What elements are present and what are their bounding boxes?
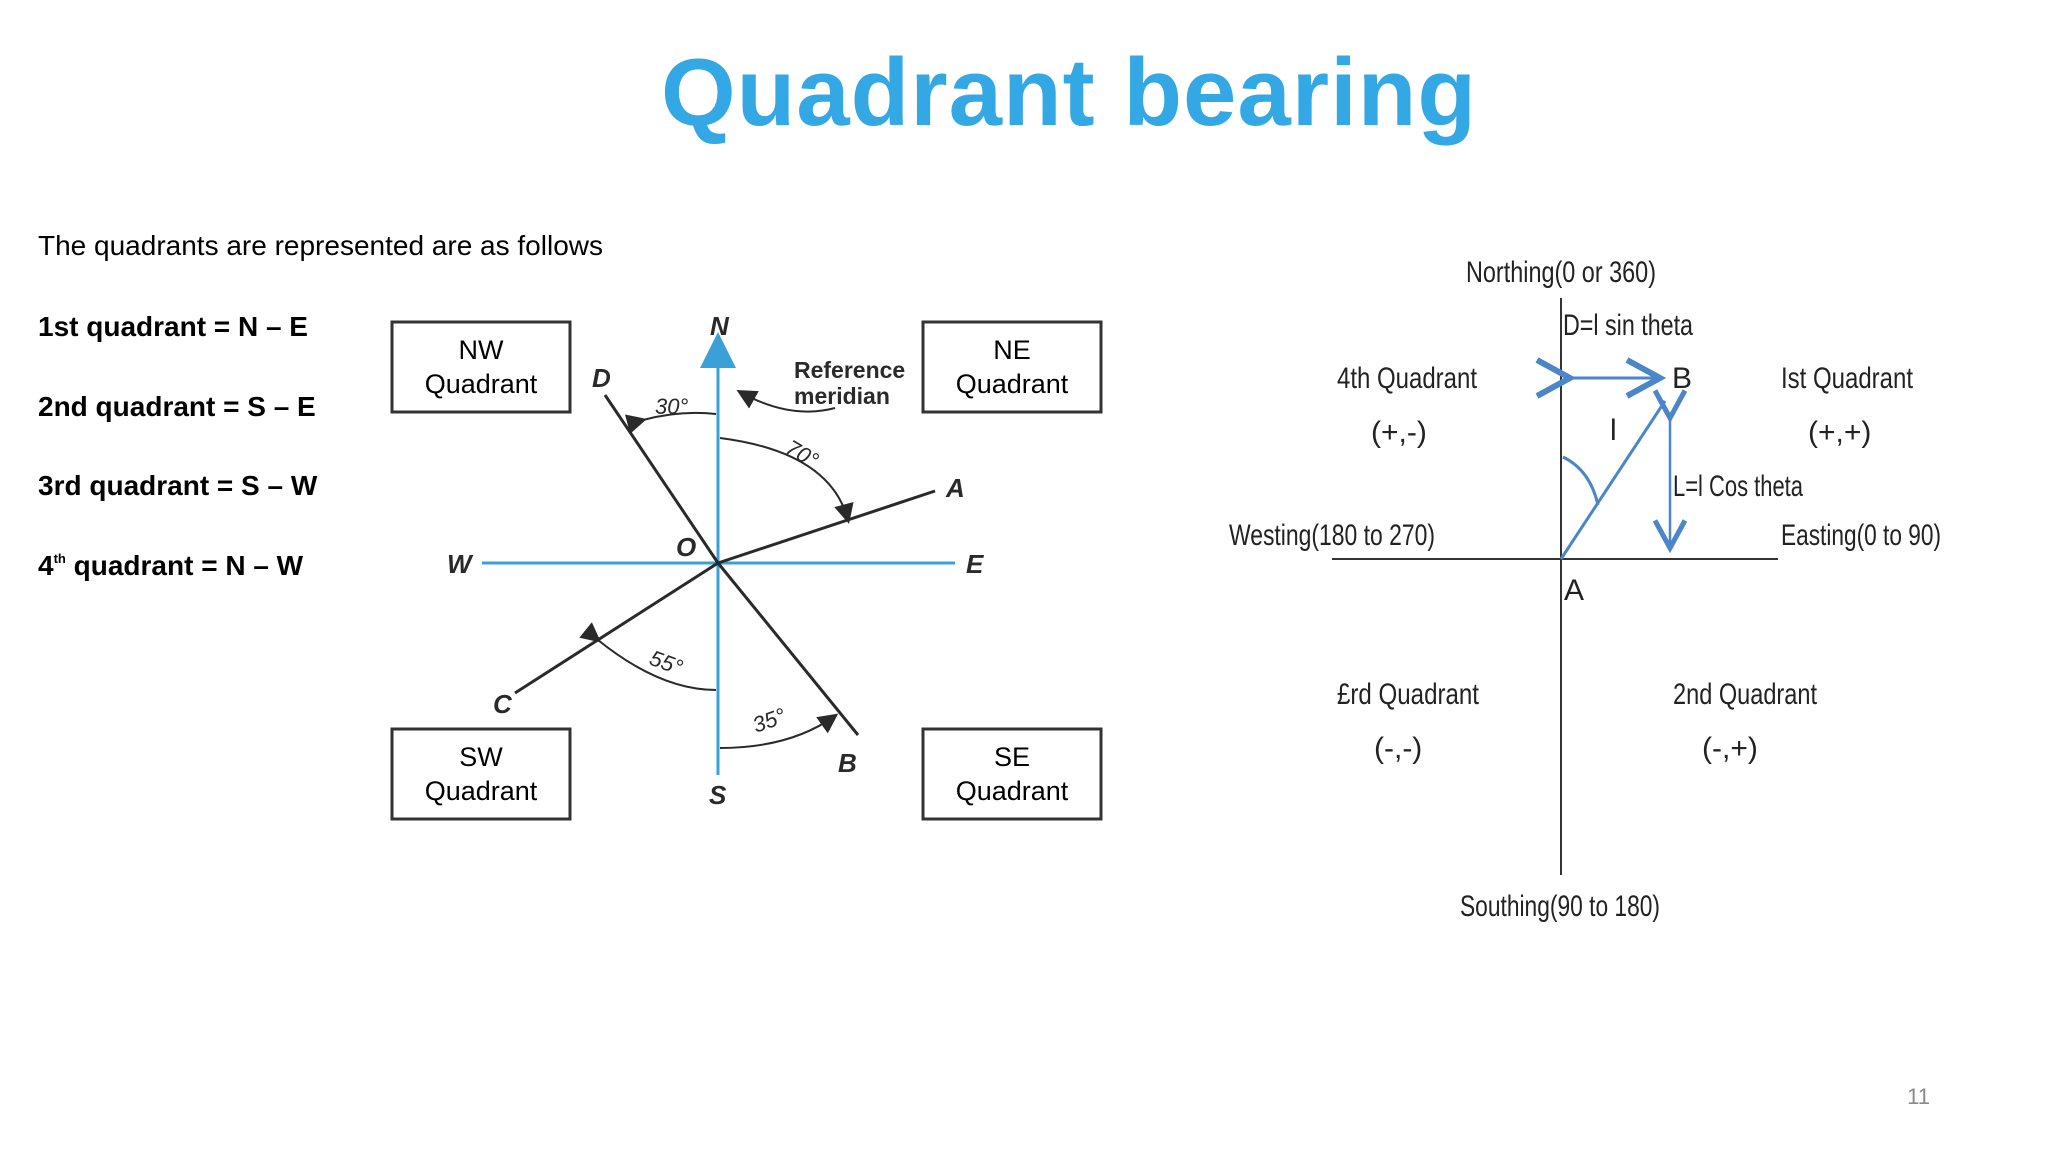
- arc-30: [624, 411, 717, 434]
- sw-box-line1: SW: [459, 742, 503, 772]
- quadrant-2-line: 2nd quadrant = S – E: [38, 391, 316, 423]
- nw-box-line1: NW: [459, 335, 504, 365]
- q4-sign: (+,-): [1371, 416, 1427, 449]
- quadrant-4-prefix: 4: [38, 550, 54, 581]
- q4-label: 4th Quadrant: [1337, 362, 1478, 395]
- angle-35: 35°: [749, 703, 789, 738]
- angle-30: 30°: [655, 394, 688, 419]
- quadrant-4-line: 4th quadrant = N – W: [38, 550, 303, 582]
- arc-35: [719, 713, 839, 749]
- label-n: N: [710, 311, 730, 341]
- reference-label-line2: meridian: [794, 383, 890, 409]
- reference-meridian-pointer: [736, 390, 836, 413]
- q3-sign: (-,-): [1374, 732, 1422, 765]
- line-oc: [514, 561, 719, 695]
- departure-label: D=l sin theta: [1563, 309, 1693, 342]
- quadrant-1-line: 1st quadrant = N – E: [38, 311, 308, 343]
- q1-label: Ist Quadrant: [1781, 362, 1914, 395]
- label-e: E: [966, 549, 984, 579]
- intro-text: The quadrants are represented are as fol…: [38, 230, 603, 261]
- arc-70: [719, 437, 854, 524]
- ne-box-line1: NE: [993, 335, 1031, 365]
- latitude-label: L=l Cos theta: [1673, 470, 1803, 503]
- sw-quadrant-box: SW Quadrant: [390, 727, 572, 821]
- q2-sign: (-,+): [1702, 732, 1758, 765]
- label-a: A: [945, 473, 965, 503]
- ne-quadrant-box: NE Quadrant: [921, 320, 1103, 414]
- slide-title: Quadrant bearing: [660, 39, 1478, 146]
- length-label: l: [1610, 414, 1617, 447]
- latitude-departure-diagram: Northing(0 or 360) Southing(90 to 180) W…: [1229, 256, 1941, 923]
- line-ob: [716, 562, 860, 736]
- quadrant-2-prefix: 2nd: [38, 391, 88, 422]
- label-b: B: [838, 748, 857, 778]
- line-od: [603, 394, 720, 564]
- nw-box-line2: Quadrant: [425, 369, 538, 399]
- quadrant-2-text: quadrant = S – E: [87, 391, 316, 422]
- ne-box-line2: Quadrant: [956, 369, 1069, 399]
- se-box-line2: Quadrant: [956, 776, 1069, 806]
- northing-label: Northing(0 or 360): [1466, 256, 1656, 289]
- line-oa: [717, 489, 936, 565]
- point-a-label: A: [1564, 574, 1584, 607]
- q3-label: £rd Quadrant: [1337, 678, 1480, 711]
- point-b-label: B: [1672, 362, 1692, 395]
- quadrant-4-text: quadrant = N – W: [65, 550, 304, 581]
- nw-quadrant-box: NW Quadrant: [390, 320, 572, 414]
- reference-label-line1: Reference: [794, 357, 905, 383]
- quadrant-1-text: quadrant = N – E: [78, 311, 308, 342]
- label-c: C: [493, 689, 513, 719]
- bearing-angle-arc: [1562, 455, 1600, 506]
- sw-box-line2: Quadrant: [425, 776, 538, 806]
- q1-sign: (+,+): [1808, 416, 1871, 449]
- label-d: D: [592, 363, 611, 393]
- quadrant-1-prefix: 1st: [38, 311, 79, 342]
- line-ab: [1559, 400, 1667, 560]
- se-box-line1: SE: [994, 742, 1030, 772]
- q2-label: 2nd Quadrant: [1673, 678, 1818, 711]
- westing-label: Westing(180 to 270): [1229, 519, 1435, 552]
- quadrant-4-sup: th: [53, 551, 66, 566]
- label-o: O: [676, 532, 696, 562]
- compass-bearing-diagram: NW Quadrant NE Quadrant SW Quadrant SE Q…: [390, 311, 1103, 821]
- label-w: W: [447, 549, 474, 579]
- page-number: 11: [1907, 1084, 1930, 1109]
- angle-70: 70°: [782, 435, 823, 473]
- arc-55: [579, 622, 717, 691]
- se-quadrant-box: SE Quadrant: [921, 727, 1103, 821]
- quadrant-3-text: quadrant = S – W: [81, 470, 318, 501]
- quadrant-3-line: 3rd quadrant = S – W: [38, 470, 317, 502]
- quadrant-3-prefix: 3rd: [38, 470, 82, 501]
- easting-label: Easting(0 to 90): [1781, 519, 1941, 552]
- label-s: S: [709, 780, 727, 810]
- southing-label: Southing(90 to 180): [1460, 890, 1660, 923]
